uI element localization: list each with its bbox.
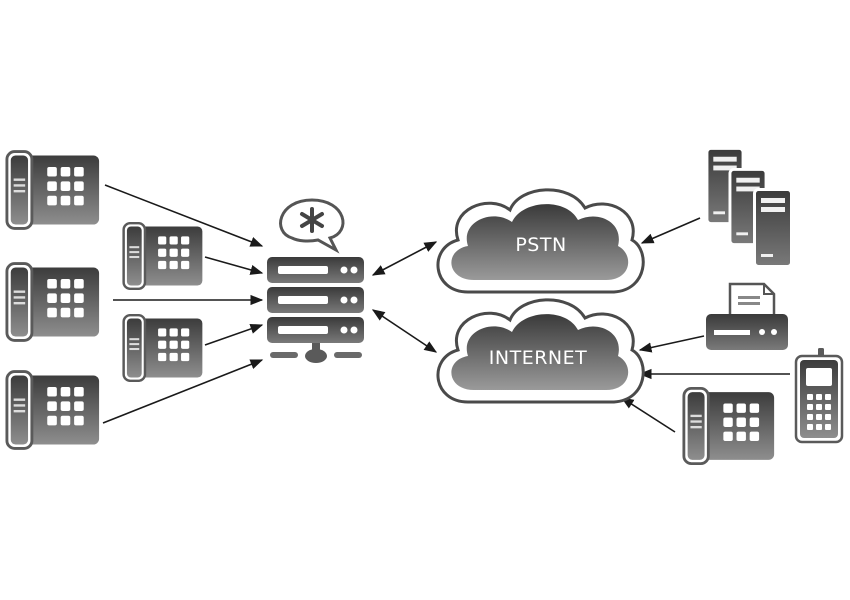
link-phone6-internet: [620, 397, 676, 433]
link-phone4-pbx: [204, 256, 264, 275]
link-servers-pstn: [640, 217, 701, 244]
link-phone1-pbx: [104, 184, 264, 247]
mobile-phone-icon: [794, 348, 844, 444]
desk-phone-icon: [682, 386, 776, 466]
pbx-server-icon: [267, 257, 364, 363]
server-towers: [705, 147, 794, 268]
connections: [102, 184, 790, 433]
link-pbx-internet: [371, 309, 438, 353]
internet-cloud: INTERNET: [436, 298, 645, 404]
desk-phone-icon: [5, 150, 101, 230]
link-phone5-pbx: [204, 323, 264, 346]
pstn-cloud: PSTN: [436, 188, 645, 294]
server-tower-icon: [752, 188, 794, 268]
desk-phone-icon: [5, 262, 101, 342]
asterisk-logo-icon: [279, 198, 345, 254]
link-pbx-pstn: [371, 241, 438, 276]
internet-label: INTERNET: [489, 347, 587, 369]
desk-phone-icon: [5, 370, 101, 450]
pstn-label: PSTN: [515, 234, 566, 256]
fax-machine-icon: [706, 282, 788, 350]
desk-phone-icon: [122, 314, 204, 382]
desk-phone-icon: [122, 222, 204, 290]
link-fax-internet: [638, 335, 705, 353]
link-phone3-pbx: [102, 359, 264, 424]
